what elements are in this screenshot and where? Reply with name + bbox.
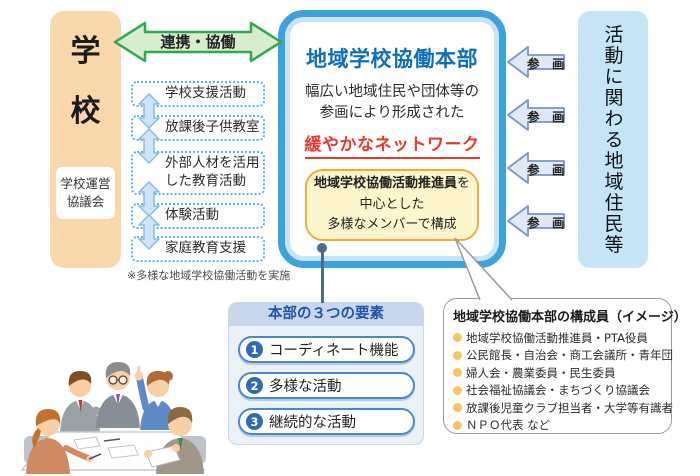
- school-label: 学 校: [50, 37, 121, 127]
- participation-label: 参 画: [527, 56, 565, 71]
- participation-label: 参 画: [527, 215, 565, 230]
- hq-desc-line1: 幅広い地域住民や団体等の: [305, 84, 479, 100]
- council-line1: 学校運営: [60, 175, 111, 191]
- bullet-icon: [453, 368, 462, 378]
- element-item-coordinate: 1 コーディネート機能: [238, 336, 415, 363]
- activities-note: ※多様な地域学校協働活動を実施: [127, 269, 291, 282]
- activity-label: 体験活動: [165, 207, 219, 224]
- participation-label: 参 画: [527, 109, 565, 124]
- member-row: 地域学校協働活動推進員・PTA役員: [453, 329, 663, 347]
- activity-label: 学校支援活動: [165, 85, 246, 102]
- member-text: 婦人会・農業委員・民生委員: [466, 365, 616, 380]
- member-line2: 中心とした: [359, 196, 425, 212]
- bullet-icon: [453, 333, 462, 343]
- updown-arrow-icon: [138, 128, 160, 164]
- cooperation-arrow-label: 連携・協働: [160, 33, 236, 52]
- member-text: 社会福祉協議会・まちづくり協議会: [466, 383, 650, 398]
- element-label: コーディネート機能: [269, 343, 399, 359]
- member-line3: 多様なメンバーで構成: [327, 217, 457, 233]
- residents-label: 活動に関わる地域住民等: [601, 24, 624, 255]
- element-item-continuous: 3 継続的な活動: [238, 408, 415, 435]
- activity-label: 放課後子供教室: [165, 119, 260, 136]
- members-title: 地域学校協働本部の構成員（イメージ）: [453, 310, 687, 325]
- member-row: ＮＰＯ代表 など: [453, 417, 663, 435]
- activity-label: 家庭教育支援: [165, 240, 246, 257]
- bullet-icon: [453, 403, 462, 413]
- elements-box: 本部の３つの要素 1 コーディネート機能 2 多様な活動 3 継続的な活動: [228, 302, 424, 445]
- member-suffix: を: [457, 175, 471, 191]
- hq-title: 地域学校協働本部: [306, 47, 478, 71]
- member-row: 放課後児童クラブ担当者・大学等有識者: [453, 399, 673, 417]
- participation-arrow-4: 参 画: [506, 204, 566, 239]
- participation-arrow-2: 参 画: [506, 98, 566, 133]
- elements-title: 本部の３つの要素: [229, 303, 423, 326]
- hq-box: 地域学校協働本部 幅広い地域住民や団体等の 参画により形成された 緩やかなネット…: [278, 10, 506, 268]
- updown-arrow-icon: [138, 181, 160, 217]
- member-row: 公民館長・自治会・商工会議所・青年団: [453, 347, 673, 365]
- left-arrow-icon: [507, 46, 565, 78]
- updown-arrow-icon: [138, 214, 160, 250]
- participation-label: 参 画: [527, 162, 565, 177]
- residents-box: 活動に関わる地域住民等: [578, 11, 648, 268]
- bubble-tail-icon: [445, 234, 520, 304]
- meeting-illustration: [8, 336, 218, 474]
- bullet-icon: [453, 385, 462, 395]
- participation-arrow-3: 参 画: [506, 151, 566, 186]
- member-text: 公民館長・自治会・商工会議所・青年団: [466, 348, 673, 363]
- council-line2: 協議会: [66, 194, 105, 209]
- element-number-badge: 1: [246, 341, 263, 358]
- members-bubble: 地域学校協働本部の構成員（イメージ） 地域学校協働活動推進員・PTA役員 公民館…: [443, 298, 687, 435]
- member-row: 婦人会・農業委員・民生委員: [453, 364, 663, 382]
- element-label: 継続的な活動: [269, 415, 356, 431]
- school-char-1: 学: [70, 34, 101, 69]
- left-arrow-icon: [507, 205, 565, 237]
- bullet-icon: [453, 420, 462, 430]
- hq-description: 幅広い地域住民や団体等の 参画により形成された: [285, 82, 499, 124]
- connector-dot: [317, 243, 327, 253]
- left-arrow-icon: [507, 99, 565, 131]
- participation-arrow-1: 参 画: [506, 45, 566, 80]
- element-item-diverse: 2 多様な活動: [238, 372, 415, 399]
- updown-arrow-icon: [138, 93, 160, 129]
- element-label: 多様な活動: [269, 379, 342, 395]
- left-arrow-icon: [507, 152, 565, 184]
- element-number-badge: 3: [246, 413, 263, 430]
- hq-network-highlight: 緩やかなネットワーク: [304, 130, 480, 160]
- member-bold: 地域学校協働活動推進員: [313, 175, 457, 191]
- connector-line: [321, 251, 324, 303]
- element-number-badge: 2: [246, 377, 263, 394]
- hq-member-box: 地域学校協働活動推進員を 中心とした 多様なメンバーで構成: [305, 169, 479, 241]
- member-text: 放課後児童クラブ担当者・大学等有識者: [466, 400, 673, 415]
- activity-label: 外部人材を活用した教育活動: [165, 155, 260, 189]
- school-char-2: 校: [70, 94, 101, 129]
- school-council-box: 学校運営 協議会: [56, 167, 115, 219]
- cooperation-arrow: 連携・協働: [112, 20, 284, 64]
- double-headed-arrow-icon: [113, 21, 283, 63]
- school-box: 学 校 学校運営 協議会: [50, 11, 121, 268]
- hq-desc-line2: 参画により形成された: [319, 105, 465, 122]
- bullet-icon: [453, 350, 462, 360]
- member-row: 社会福祉協議会・まちづくり協議会: [453, 382, 663, 400]
- member-text: ＮＰＯ代表 など: [466, 418, 551, 433]
- member-text: 地域学校協働活動推進員・PTA役員: [466, 330, 648, 345]
